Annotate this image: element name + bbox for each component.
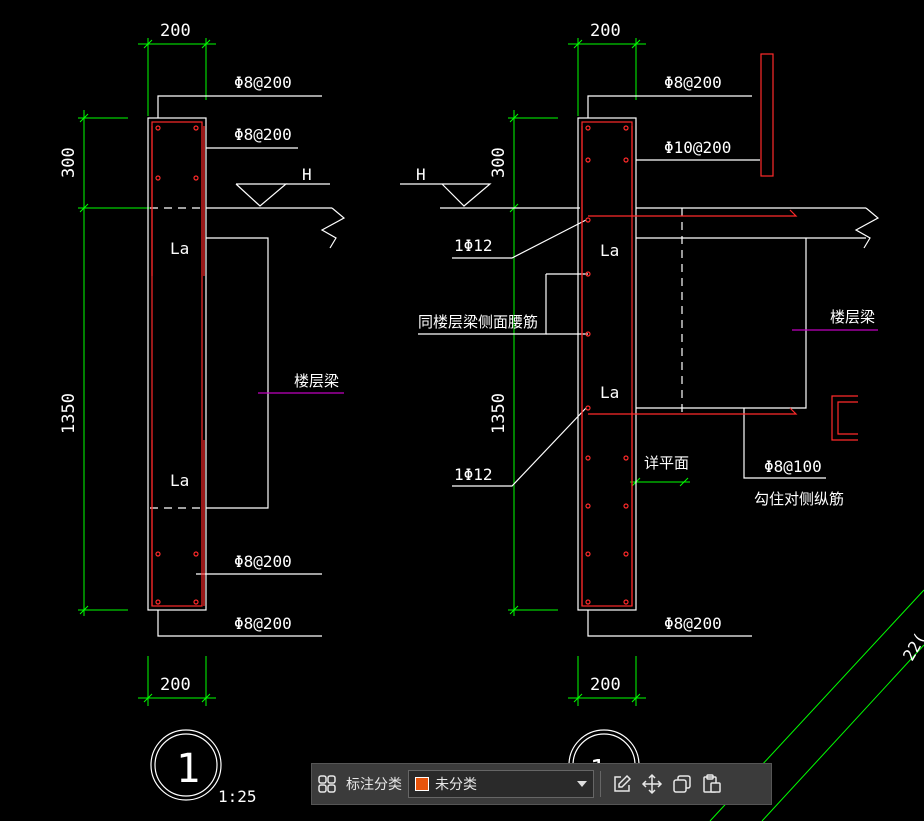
left-rebar-3: Φ8@200 bbox=[234, 552, 292, 571]
left-la-top: La bbox=[170, 239, 189, 258]
annotation-toolbar: 标注分类 未分类 bbox=[311, 763, 772, 805]
edit-icon[interactable] bbox=[607, 769, 637, 799]
left-detail: 200 200 300 1350 Φ8@200 Φ8@200 Φ8@200 Φ8… bbox=[59, 21, 346, 806]
right-detail: 200 200 300 1350 Φ8@200 Φ10@200 Φ8@200 Φ… bbox=[400, 21, 924, 821]
right-waist-bar-note: 同楼层梁侧面腰筋 bbox=[418, 313, 538, 331]
toolbar-divider bbox=[600, 771, 601, 797]
right-rebar-4: Φ8@100 bbox=[764, 457, 822, 476]
left-beam-label: 楼层梁 bbox=[294, 372, 339, 390]
edge-dim-text: 22( bbox=[899, 629, 924, 664]
right-dim-v-top: 300 bbox=[489, 147, 509, 178]
right-rebar-3: Φ8@200 bbox=[664, 614, 722, 633]
right-bar-2: 1Φ12 bbox=[454, 465, 493, 484]
category-select-value: 未分类 bbox=[435, 777, 477, 793]
select-all-icon[interactable] bbox=[312, 769, 342, 799]
chevron-down-icon bbox=[577, 781, 587, 787]
category-label: 标注分类 bbox=[346, 777, 402, 793]
left-dim-top: 200 bbox=[160, 21, 191, 41]
right-la-top: La bbox=[600, 241, 619, 260]
paste-icon[interactable] bbox=[697, 769, 727, 799]
left-scale: 1:25 bbox=[218, 787, 257, 806]
category-color-swatch bbox=[415, 777, 429, 791]
right-bar-1: 1Φ12 bbox=[454, 236, 493, 255]
category-select[interactable]: 未分类 bbox=[408, 770, 594, 798]
left-dim-bottom: 200 bbox=[160, 675, 191, 695]
right-elev-mark: H bbox=[416, 165, 426, 184]
left-rebar-1: Φ8@200 bbox=[234, 73, 292, 92]
left-dim-v-main: 1350 bbox=[59, 393, 79, 434]
right-dim-bottom: 200 bbox=[590, 675, 621, 695]
right-la-bottom: La bbox=[600, 383, 619, 402]
right-dim-top: 200 bbox=[590, 21, 621, 41]
left-dim-v-top: 300 bbox=[59, 147, 79, 178]
copy-icon[interactable] bbox=[667, 769, 697, 799]
right-beam-label: 楼层梁 bbox=[830, 308, 875, 326]
left-rebar-2: Φ8@200 bbox=[234, 125, 292, 144]
left-rebar-4: Φ8@200 bbox=[234, 614, 292, 633]
right-plan-note: 详平面 bbox=[644, 454, 689, 472]
right-rebar-4-note: 勾住对侧纵筋 bbox=[754, 490, 844, 508]
right-rebar-1: Φ8@200 bbox=[664, 73, 722, 92]
left-detail-number: 1 bbox=[176, 746, 200, 792]
move-icon[interactable] bbox=[637, 769, 667, 799]
right-dim-v-main: 1350 bbox=[489, 393, 509, 434]
left-la-bottom: La bbox=[170, 471, 189, 490]
left-elev-mark: H bbox=[302, 165, 312, 184]
right-rebar-2: Φ10@200 bbox=[664, 138, 731, 157]
